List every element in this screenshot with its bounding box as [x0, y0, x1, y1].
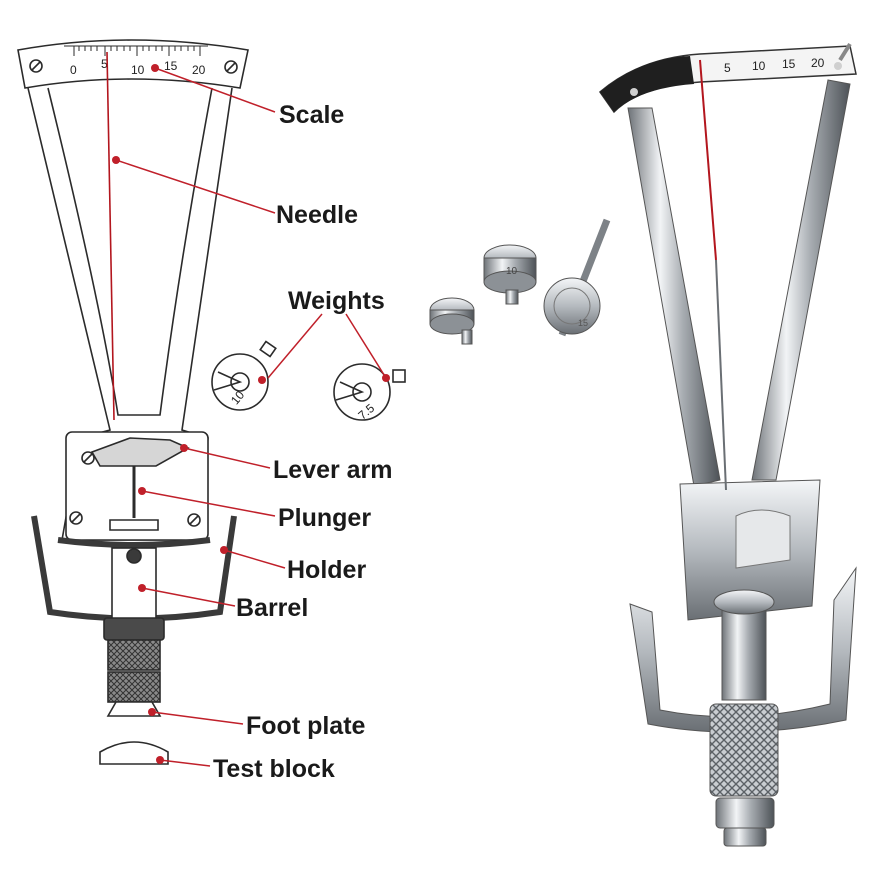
- label-weights: Weights: [288, 287, 385, 315]
- photo-weights: 10 15: [429, 218, 611, 345]
- scale-tick-5: 5: [101, 57, 108, 71]
- scale-screw-left: [29, 59, 43, 73]
- barrel-collar: [103, 617, 165, 641]
- box-screw-right: [187, 513, 201, 527]
- scale-plate: [17, 39, 249, 89]
- photo-weight-number-15: 15: [578, 318, 588, 328]
- test-block-shape: [99, 741, 169, 765]
- photo-holder: [629, 566, 857, 733]
- photo-wheel: [713, 589, 775, 615]
- foot-plate-shape: [106, 701, 162, 717]
- label-foot-plate: Foot plate: [246, 712, 366, 740]
- photo-foot-plate: [715, 797, 775, 829]
- photo-knurled-grip: [709, 703, 779, 797]
- knurled-grip-upper: [107, 639, 161, 671]
- photo-scale-tick-20: 20: [811, 56, 825, 70]
- scale-tick-marks: [64, 45, 208, 56]
- box-screw-left: [69, 511, 83, 525]
- scale-tick-0: 0: [70, 63, 77, 77]
- label-barrel: Barrel: [236, 594, 308, 622]
- label-needle: Needle: [276, 201, 358, 229]
- line-diagram: [17, 39, 406, 765]
- photo-scale-tick-15: 15: [782, 57, 796, 71]
- frame-inner: [47, 87, 213, 416]
- photo-scale-numbers: 5 10 15 20: [724, 56, 825, 75]
- photo-scale-tick-10: 10: [752, 59, 766, 73]
- photo-weight-number-10: 10: [506, 266, 518, 277]
- weight-10-drawing: [211, 340, 277, 411]
- scale-screw-right: [224, 60, 238, 74]
- weight-7-5-drawing: [333, 363, 406, 421]
- photo-frame-left-arm: [627, 107, 721, 487]
- needle: [106, 51, 115, 421]
- photo-barrel: [721, 609, 767, 701]
- label-holder: Holder: [287, 556, 366, 584]
- photo-frame-right-arm: [751, 79, 851, 481]
- leader-dots: [112, 64, 390, 764]
- label-scale: Scale: [279, 101, 344, 129]
- label-lever-arm: Lever arm: [273, 456, 393, 484]
- scale-tick-10: 10: [131, 63, 145, 77]
- barrel-screw: [126, 548, 142, 564]
- photo-needle: [699, 59, 717, 261]
- plunger-base: [109, 519, 159, 531]
- scale-tick-20: 20: [192, 63, 206, 77]
- photo-tonometer: 5 10 15 20: [598, 42, 857, 847]
- label-test-block: Test block: [213, 755, 335, 783]
- photo-scale-tick-5: 5: [724, 61, 731, 75]
- knurled-grip-lower: [107, 671, 161, 703]
- scale-tick-15: 15: [164, 59, 178, 73]
- photo-weight-10: 10: [483, 244, 537, 305]
- leader-lines: [115, 67, 387, 767]
- label-plunger: Plunger: [278, 504, 371, 532]
- lever-screw: [81, 451, 95, 465]
- photo-weight-pin: 15: [543, 218, 611, 337]
- photo-weight-small: [429, 297, 475, 345]
- scale-numbers: 0 5 10 15 20: [70, 57, 206, 77]
